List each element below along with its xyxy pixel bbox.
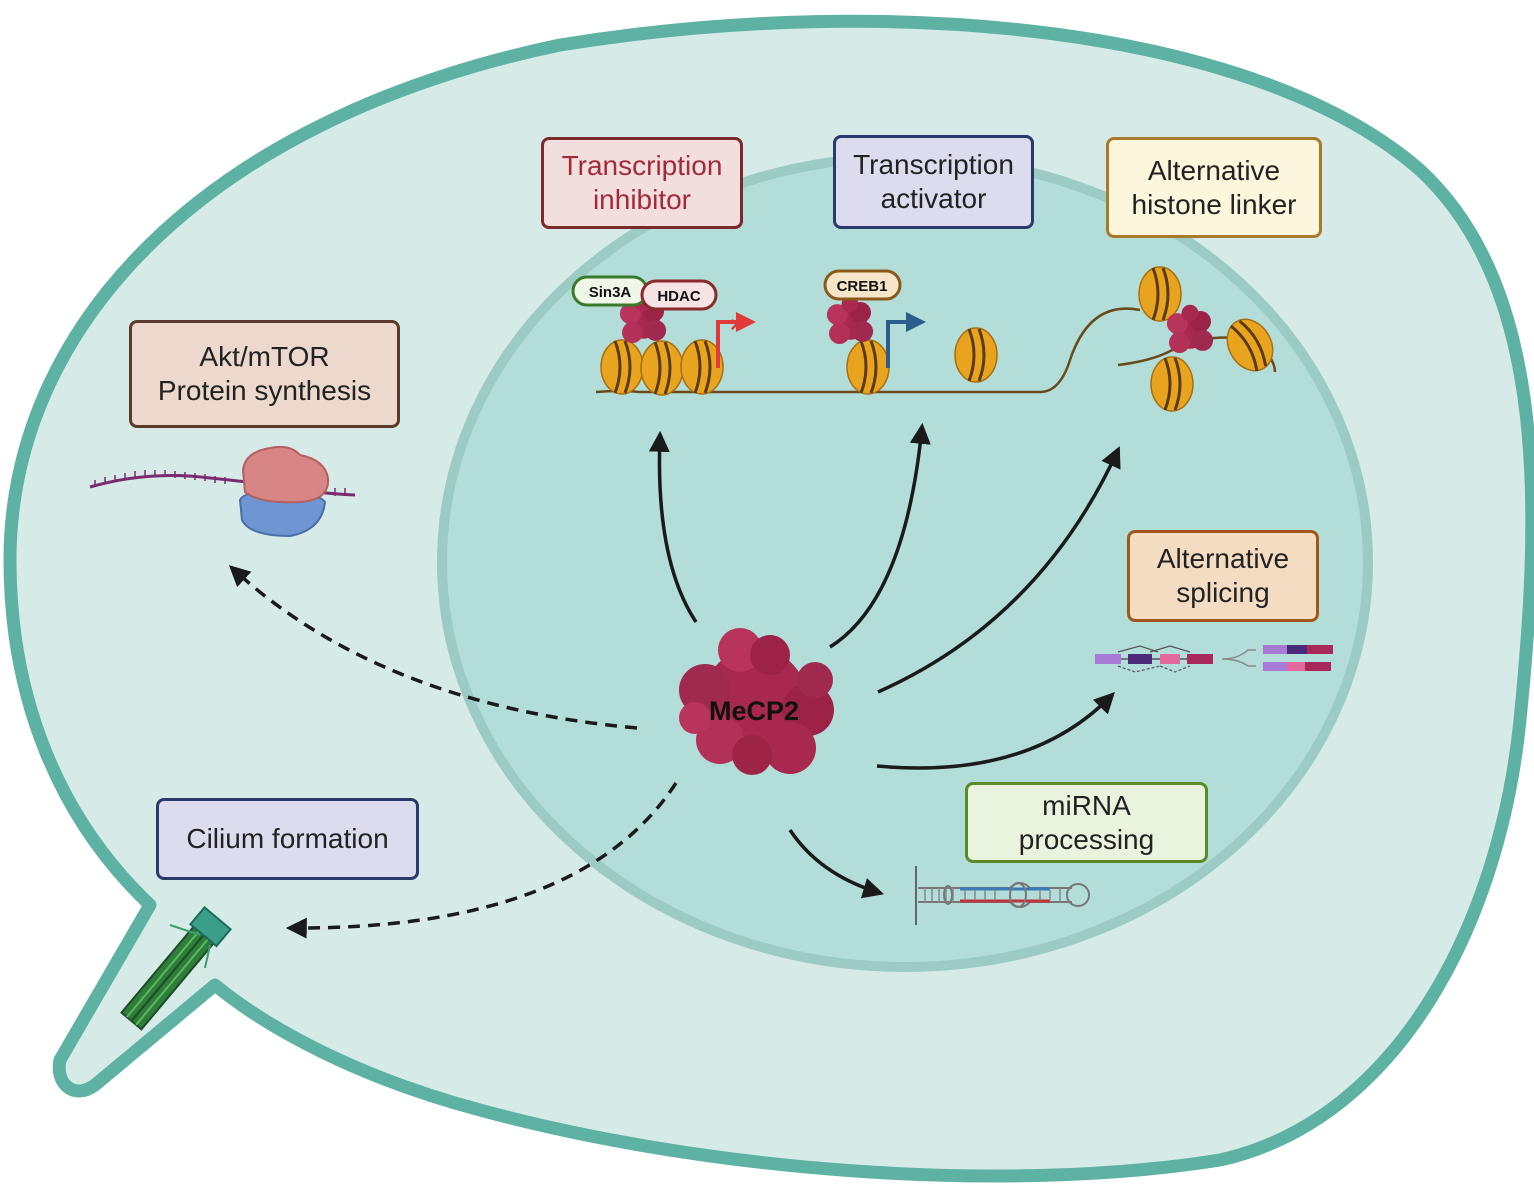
transcription-inhibitor-label: Transcription inhibitor [541,137,743,229]
splicing-transcript-icon [1095,645,1333,673]
active-chromatin: CREB1 [823,269,1141,396]
arrow-to-inhibitor [648,430,698,623]
alternative-histone-linker-label: Alternative histone linker [1106,137,1322,238]
repressed-chromatin: × Sin3A HDAC [571,275,840,397]
mecp2-label: MeCP2 [709,696,799,726]
transcription-activator-label: Transcription activator [833,135,1034,229]
hdac-tag: HDAC [657,288,700,305]
mirna-hairpin-icon [915,866,1090,925]
arrows [228,422,1121,939]
arrow-to-activator [829,422,931,649]
arrow-to-histone-linker [877,446,1121,694]
arrow-to-mirna [788,829,885,899]
ribosome-icon [89,445,356,538]
mecp2-protein-icon: MeCP2 [679,628,834,775]
sin3a-tag: Sin3A [589,284,632,301]
mirna-processing-label: miRNA processing [965,782,1208,863]
linker-chromatin [1117,265,1284,413]
creb1-tag: CREB1 [837,278,888,295]
arrow-to-protein-synthesis [228,565,638,730]
cilium-formation-label: Cilium formation [156,798,419,880]
arrow-to-splicing [876,691,1115,770]
akt-mtor-label: Akt/mTOR Protein synthesis [129,320,400,428]
alternative-splicing-label: Alternative splicing [1127,530,1319,622]
arrow-to-cilium [285,782,678,939]
cilium-icon [120,905,232,1031]
block-mark: × [730,312,743,337]
